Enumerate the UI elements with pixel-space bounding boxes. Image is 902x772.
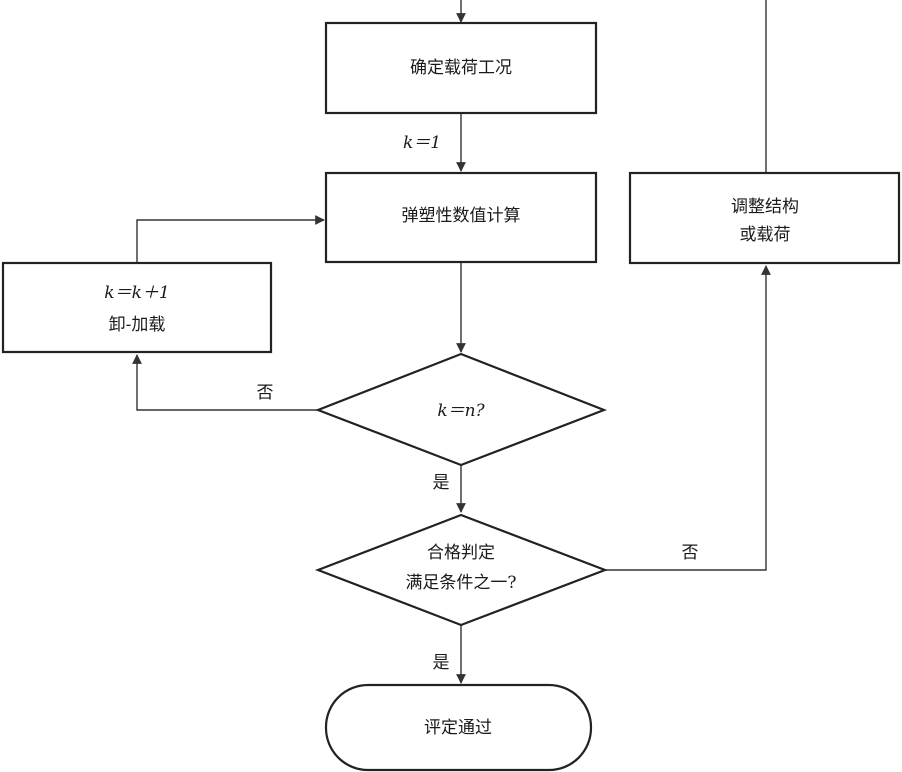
acceptance-line2: 满足条件之一? [405,573,516,593]
elastoplastic-calc-label: 弹塑性数值计算 [402,206,521,226]
determine-load-label: 确定载荷工况 [410,58,512,78]
check-k-label: k＝n? [437,401,485,421]
adjust-line1: 调整结构 [731,197,799,217]
edge-label-k-init: k＝1 [403,133,441,153]
unload-reload-line1: k＝k＋1 [104,283,169,303]
edge-labels: k＝1 否 是 否 是 [257,133,699,673]
edge-label-yes-1: 是 [433,473,450,493]
check-k-diamond [314,352,608,467]
pass-label: 评定通过 [424,718,492,738]
arrow-unload-to-calc [136,215,325,262]
arrow-check-no-to-unload [132,354,318,411]
node-acceptance: 合格判定 满足条件之一? [314,513,609,627]
arrow-acceptance-no-to-adjust [605,265,771,571]
adjust-line2: 或载荷 [740,225,791,245]
acceptance-line1: 合格判定 [427,543,495,563]
edge-label-no-left: 否 [257,383,274,403]
node-unload-reload: k＝k＋1 卸-加载 [1,261,273,354]
node-elastoplastic-calc: 弹塑性数值计算 [324,171,598,264]
unload-reload-line2: 卸-加载 [109,315,166,335]
edge-label-yes-2: 是 [433,653,450,673]
node-pass: 评定通过 [324,683,593,772]
node-check-k: k＝n? [314,352,608,467]
connectors [132,0,771,684]
elastoplastic-calc-box [324,171,598,264]
determine-load-box [324,21,598,115]
edge-label-no-right: 否 [682,543,699,563]
adjust-box [628,171,901,265]
acceptance-diamond [314,513,609,627]
node-determine-load: 确定载荷工况 [324,21,598,115]
unload-reload-box [1,261,273,354]
pass-terminator [324,683,593,772]
node-adjust: 调整结构 或载荷 [628,171,901,265]
